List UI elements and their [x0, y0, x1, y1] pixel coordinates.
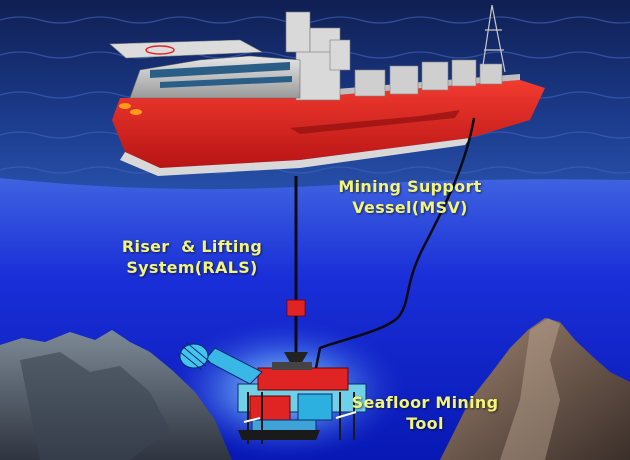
deck-equipment — [354, 59, 503, 97]
right-mountain-shading — [500, 318, 560, 460]
hull-stripe — [290, 110, 460, 134]
smt-label-line1: Seafloor Mining — [351, 393, 499, 412]
smt-label-line2: Tool — [406, 414, 444, 433]
helideck — [109, 39, 264, 59]
derrick-tower — [285, 11, 351, 101]
rals-label-line1: Riser & Lifting — [121, 237, 263, 256]
riser-buffer — [286, 299, 306, 317]
ship-hull — [112, 80, 545, 168]
msv-label-line1: Mining Support — [338, 177, 482, 196]
msv-label-line2: Vessel(MSV) — [352, 198, 468, 217]
right-seafloor-mountain — [440, 318, 630, 460]
ship-superstructure — [129, 55, 301, 99]
umbilical-cable — [314, 117, 476, 369]
collector-arm — [179, 341, 263, 385]
left-rock-shading — [20, 352, 170, 460]
hull-waterline — [120, 138, 470, 176]
lifeboats — [119, 103, 142, 115]
seafloor-mining-tool-label: Seafloor Mining Tool — [350, 392, 500, 434]
riser-lifting-system-label: Riser & Lifting System(RALS) — [112, 236, 272, 278]
seafloor-mining-tool — [237, 362, 367, 444]
mining-support-vessel — [109, 4, 545, 176]
stern-derrick — [481, 4, 506, 73]
mining-support-vessel-label: Mining Support Vessel(MSV) — [330, 176, 490, 218]
rals-label-line2: System(RALS) — [126, 258, 258, 277]
